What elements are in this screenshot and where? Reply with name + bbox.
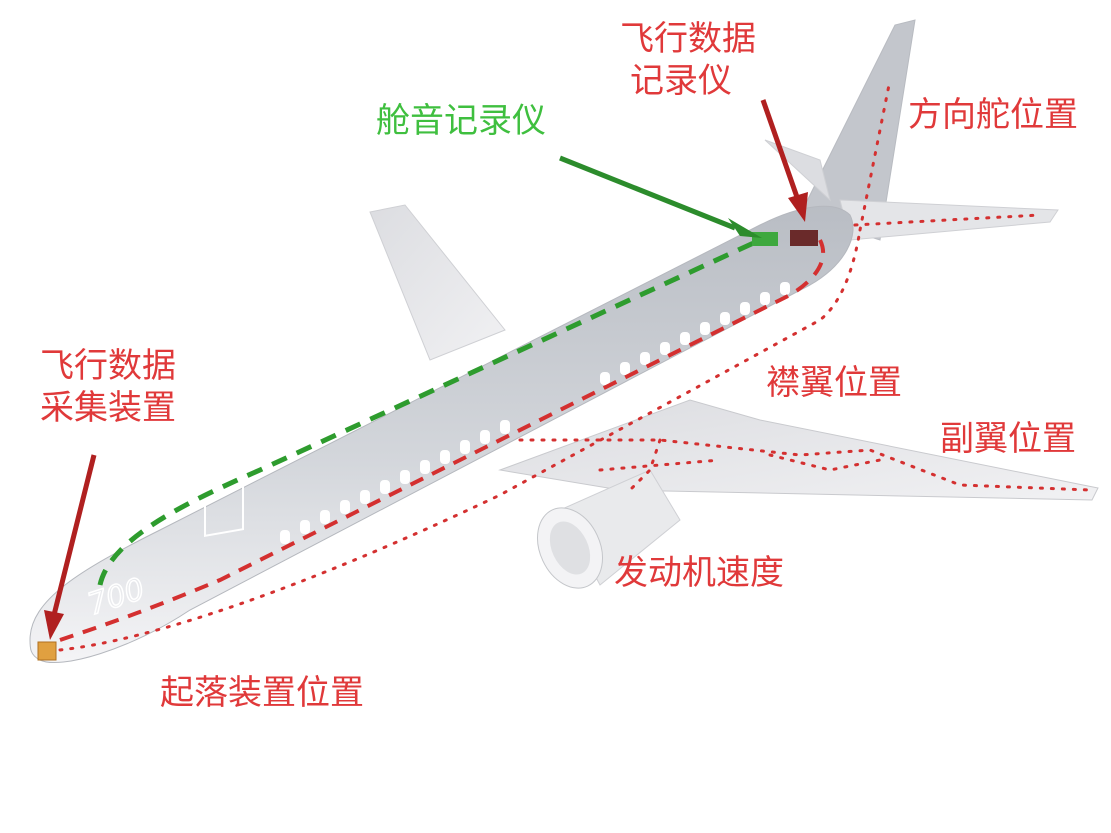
left-wing	[369, 204, 506, 361]
label-engine-speed: 发动机速度	[614, 553, 784, 593]
fuselage	[29, 205, 854, 664]
label-cockpit-voice-recorder: 舱音记录仪	[376, 101, 546, 141]
fdr-arrow	[760, 99, 801, 201]
fdr-arrowhead	[788, 192, 808, 222]
engine	[537, 469, 681, 589]
horizontal-stabilizer	[839, 199, 1059, 241]
cvr-box	[752, 232, 778, 246]
label-flight-data-recorder: 飞行数据 记录仪	[620, 18, 756, 102]
cvr-arrow	[559, 155, 736, 231]
fdr-wiring	[59, 239, 826, 642]
fdau-arrow	[51, 454, 97, 616]
fdau-box	[37, 641, 57, 661]
label-aileron-position: 副翼位置	[940, 419, 1076, 459]
label-flight-data-acquisition-unit: 飞行数据 采集装置	[40, 345, 176, 429]
label-landing-gear-position: 起落装置位置	[160, 673, 364, 713]
label-rudder-position: 方向舵位置	[908, 95, 1078, 135]
cvr-arrowhead	[728, 218, 762, 238]
door	[204, 475, 244, 538]
fdr-line2: 记录仪	[630, 61, 732, 101]
fdau-line2: 采集装置	[40, 388, 176, 428]
fdau-arrowhead	[44, 610, 64, 640]
fdr-line1: 飞行数据	[620, 19, 756, 59]
label-flap-position: 襟翼位置	[766, 363, 902, 403]
fdr-box	[790, 230, 818, 246]
cvr-wiring	[97, 237, 762, 586]
sensor-wiring	[58, 78, 1092, 652]
windows	[280, 282, 790, 544]
fdau-line1: 飞行数据	[40, 346, 176, 386]
